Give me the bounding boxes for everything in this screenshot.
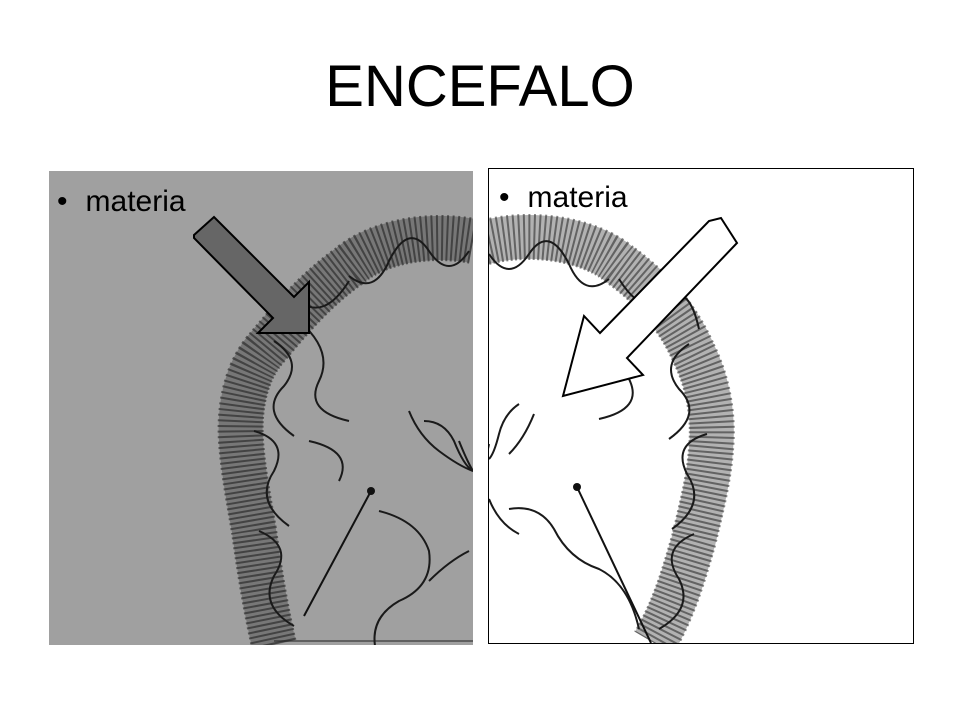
- arrow-down-left-icon: [561, 216, 739, 398]
- arrow-shape: [561, 216, 739, 398]
- left-panel: • materia: [49, 171, 473, 645]
- brain-right-half-illustration: [489, 169, 913, 643]
- right-panel: • materia: [488, 168, 914, 644]
- bullet-marker: •: [499, 181, 510, 214]
- arrow-down-right-icon: [193, 215, 310, 334]
- brain-left-half-illustration: [49, 171, 473, 645]
- left-bullet: • materia: [57, 187, 186, 217]
- right-bullet-text: materia: [527, 181, 628, 214]
- arrow-shape: [193, 215, 310, 334]
- left-bullet-text: materia: [85, 185, 186, 218]
- slide-title: ENCEFALO: [325, 54, 635, 119]
- bullet-marker: •: [57, 185, 68, 218]
- right-bullet: • materia: [499, 183, 628, 213]
